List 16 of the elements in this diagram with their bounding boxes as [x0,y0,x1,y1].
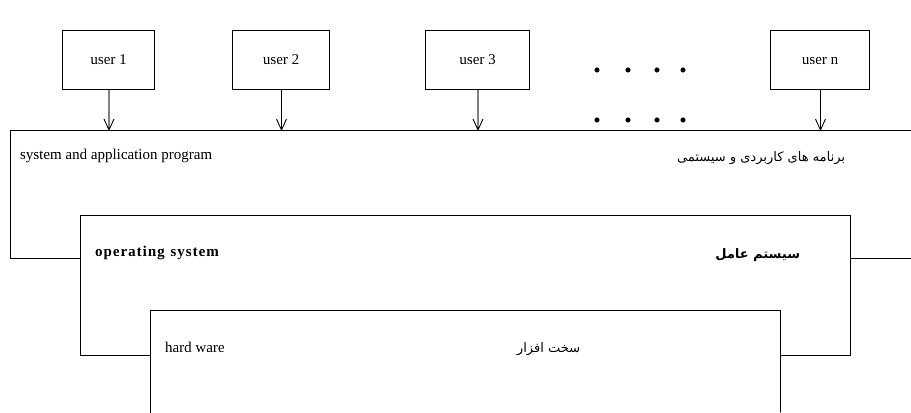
arrow [815,90,826,130]
user-box: user 3 [425,30,530,90]
layer-label: operating system [95,244,220,261]
persian-label: سیستم عامل [715,247,800,262]
user-box: user n [770,30,870,90]
layer-box [150,310,780,413]
layer-box [80,215,850,355]
arrow [472,90,484,130]
arrow [276,90,287,130]
persian-label: سخت افزار [516,341,580,356]
user-box: user 1 [62,30,155,90]
layer-label: hard ware [165,340,225,357]
arrow [104,90,114,130]
user-box: user 2 [232,30,330,90]
persian-label: برنامه های کاربردی و سیستمی [677,150,845,165]
layer-label: system and application program [20,147,212,164]
